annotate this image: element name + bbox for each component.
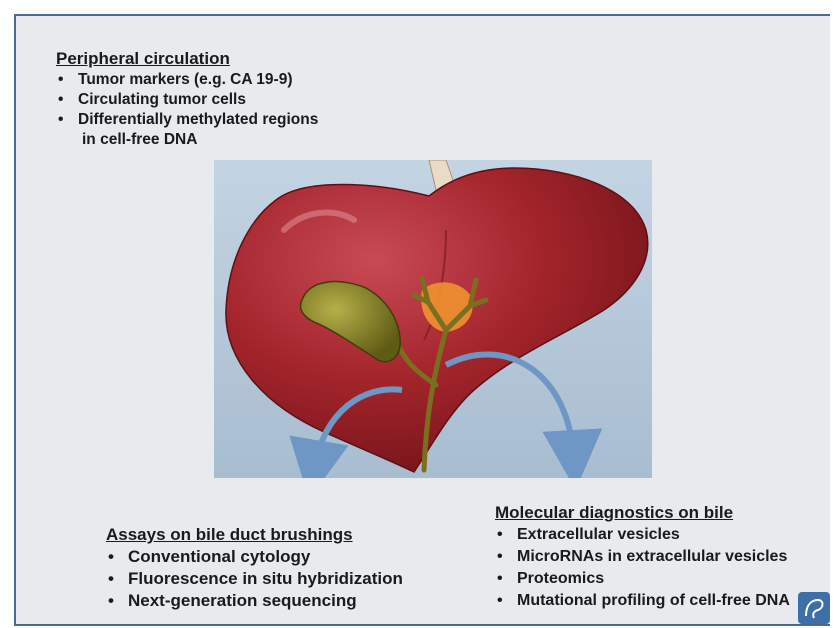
assays-heading: Assays on bile duct brushings [106, 524, 403, 545]
molecular-item: Proteomics [495, 568, 790, 590]
peripheral-heading: Peripheral circulation [56, 48, 318, 69]
molecular-heading: Molecular diagnostics on bile [495, 502, 790, 523]
assays-item: Conventional cytology [106, 546, 403, 568]
molecular-item: Extracellular vesicles [495, 524, 790, 546]
peripheral-item: Tumor markers (e.g. CA 19-9) [56, 70, 318, 90]
assays-item: Next-generation sequencing [106, 590, 403, 612]
publisher-logo-icon [798, 592, 830, 624]
molecular-item: Mutational profiling of cell-free DNA [495, 590, 790, 612]
peripheral-item-continuation: in cell-free DNA [56, 130, 318, 150]
assays-item: Fluorescence in situ hybridization [106, 568, 403, 590]
molecular-diagnostics-block: Molecular diagnostics on bile Extracellu… [495, 502, 790, 612]
molecular-item: MicroRNAs in extracellular vesicles [495, 546, 790, 568]
peripheral-item: Circulating tumor cells [56, 90, 318, 110]
peripheral-circulation-block: Peripheral circulation Tumor markers (e.… [56, 48, 318, 150]
bile-duct-brushings-block: Assays on bile duct brushings Convention… [106, 524, 403, 612]
assays-list: Conventional cytology Fluorescence in si… [106, 546, 403, 612]
liver-illustration [214, 160, 652, 478]
peripheral-list: Tumor markers (e.g. CA 19-9) Circulating… [56, 70, 318, 150]
molecular-list: Extracellular vesicles MicroRNAs in extr… [495, 524, 790, 612]
peripheral-item: Differentially methylated regions [56, 110, 318, 130]
figure-frame: Peripheral circulation Tumor markers (e.… [14, 14, 830, 626]
